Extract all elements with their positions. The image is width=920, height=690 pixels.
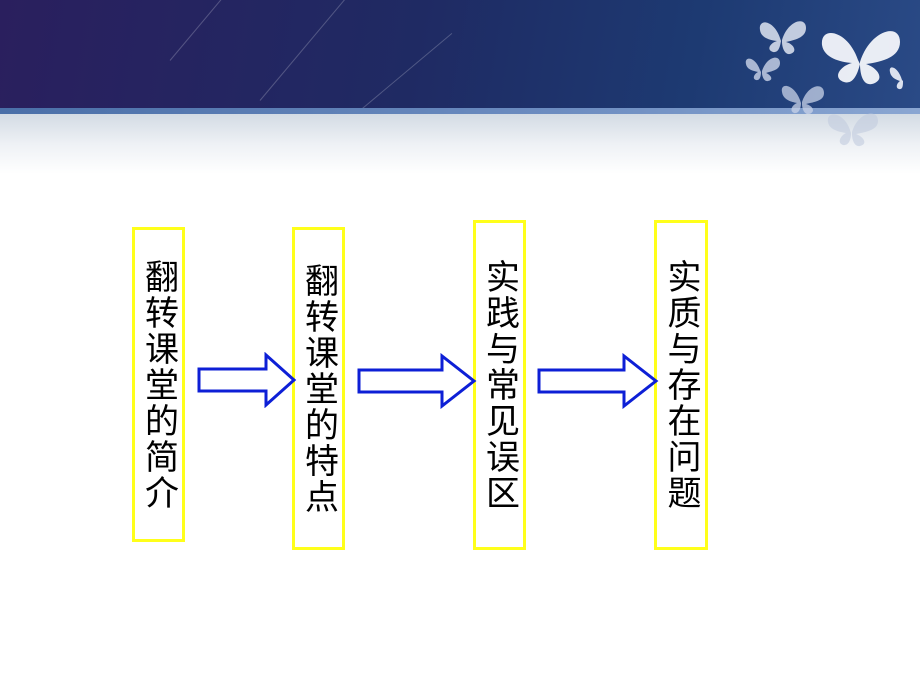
diagram-node-intro: 翻转课堂的简介: [132, 227, 185, 542]
arrow-right-icon: [537, 353, 659, 409]
node-label: 实践与常见误区: [479, 259, 520, 511]
header-banner: [0, 0, 920, 112]
decorative-streak: [169, 0, 229, 61]
butterfly-icon: [745, 21, 903, 147]
diagram-node-practice: 实践与常见误区: [473, 220, 526, 550]
arrow-right-icon: [357, 353, 477, 409]
decorative-streak: [259, 0, 351, 101]
node-label: 翻转课堂的简介: [138, 258, 179, 511]
header-fade: [0, 114, 920, 174]
node-label: 翻转课堂的特点: [298, 262, 339, 515]
node-label: 实质与存在问题: [661, 259, 701, 511]
diagram-node-essence: 实质与存在问题: [654, 220, 708, 550]
arrow-right-icon: [197, 352, 297, 408]
header-band: [0, 108, 920, 114]
diagram-node-features: 翻转课堂的特点: [292, 227, 345, 550]
decorative-streak: [359, 32, 453, 111]
